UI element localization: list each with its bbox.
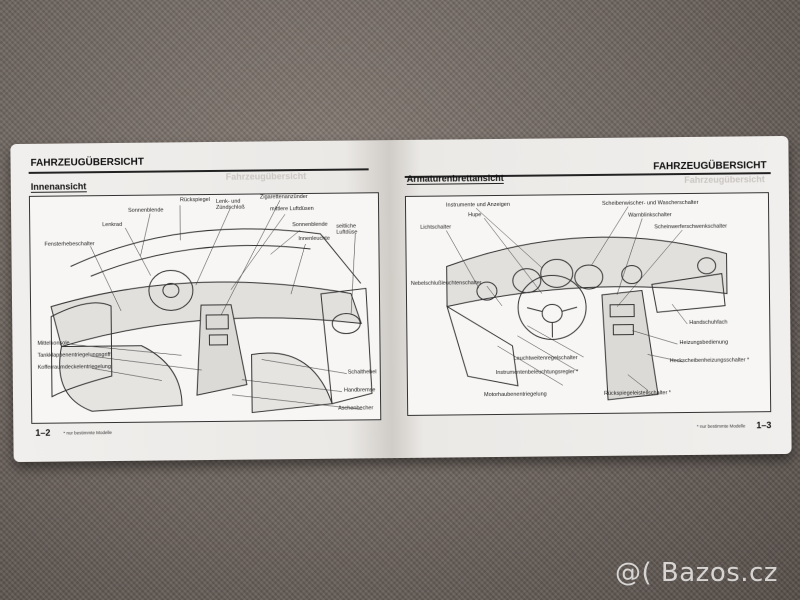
right-footnote: * nur bestimmte Modelle [696, 423, 746, 429]
label-warnblinkschalter: Warnblinkschalter [628, 212, 672, 219]
label-aschenbecher: Aschenbecher [338, 405, 374, 412]
left-section-title: Innenansicht [30, 181, 87, 193]
left-footnote: * nur bestimmte Modelle [63, 430, 112, 436]
label-fensterhebeschalter: Fensterhebeschalter [44, 241, 95, 248]
left-header-title: FAHRZEUGÜBERSICHT [30, 156, 144, 169]
label-heizungsbedienung: Heizungsbedienung [679, 339, 729, 347]
left-page-number: 1–2 [35, 427, 51, 438]
bazos-watermark: @( Bazos.cz [615, 558, 778, 588]
label-sonnenblende-2: Sonnenblende [292, 221, 328, 229]
label-handbremse: Handbremse [343, 387, 376, 394]
right-header-title: FAHRZEUGÜBERSICHT [653, 160, 767, 173]
right-page-number: 1–3 [756, 420, 772, 431]
interior-drawing [50, 200, 373, 414]
left-page: FAHRZEUGÜBERSICHT Fahrzeugübersicht Inne… [10, 140, 394, 463]
right-section-title: Armaturenbrettansicht [406, 172, 504, 185]
label-schalthebel: Schalthebel [347, 369, 377, 376]
left-header-rule [28, 168, 369, 174]
label-rueckspiegelverstellschalter: Rückspiegeleistellschalter * [603, 390, 671, 397]
dashboard-drawing [446, 206, 728, 401]
label-mittelkonsole: Mittelkonsole [37, 340, 70, 347]
label-heckscheibenheizungsschalter: Heckscheibenheizungsschalter * [669, 357, 750, 365]
interior-illustration-frame: Rückspiegel Sonnenblende Lenkrad Fenster… [28, 192, 382, 424]
label-tankklappenentriegelung: Tankklappenentriegelungsgriff [37, 352, 111, 359]
dashboard-illustration-frame: Instrumente und Anzeigen Hupe Lichtschal… [404, 192, 772, 416]
label-lichtschalter: Lichtschalter [420, 224, 452, 231]
label-leuchtweitenregelschalter: Leuchtweitenregelschalter [513, 355, 578, 362]
label-scheibenwischer-schalter: Scheibenwischer- und Wascherschalter [601, 199, 699, 207]
label-lenkrad: Lenkrad [102, 221, 123, 229]
label-mittlere-luftduesen: mittlere Luftdüsen [270, 205, 314, 213]
label-nebelschlussleuchtenschalter: Nebelschlußleuchtenschalter [410, 280, 482, 287]
label-instrumentenbeleuchtungsregler: Instrumentenbeleuchtungsregler * [495, 369, 579, 377]
label-innenleuchte: Innenleuchte [298, 235, 330, 243]
right-ghost-heading: Fahrzeugübersicht [684, 174, 765, 186]
label-seitliche-luftduese: seitliche Luftdüse [336, 223, 358, 236]
label-hupe: Hupe [468, 212, 482, 219]
left-ghost-heading: Fahrzeugübersicht [225, 170, 307, 182]
label-zigarettenanzuender: Zigarettenanzünder [259, 193, 308, 201]
label-lenk-zuendschloss: Lenk- und Zündschloß [215, 198, 245, 211]
right-page: FAHRZEUGÜBERSICHT Fahrzeugübersicht Arma… [388, 135, 792, 459]
label-rueckspiegel: Rückspiegel [179, 196, 210, 204]
label-motorhaubenentriegelung: Motorhaubenentriegelung [483, 391, 547, 399]
label-instrumente-anzeigen: Instrumente und Anzeigen [445, 201, 510, 209]
open-manual: FAHRZEUGÜBERSICHT Fahrzeugübersicht Inne… [10, 135, 792, 463]
label-scheinwerferschwenkschalter: Scheinwerferschwenkschalter [654, 223, 728, 231]
label-handschuhfach: Handschuhfach [689, 319, 728, 326]
label-sonnenblende-1: Sonnenblende [128, 207, 164, 214]
label-kofferraumdeckelentriegelung: Kofferraumdeckelentriegelung [37, 364, 112, 371]
